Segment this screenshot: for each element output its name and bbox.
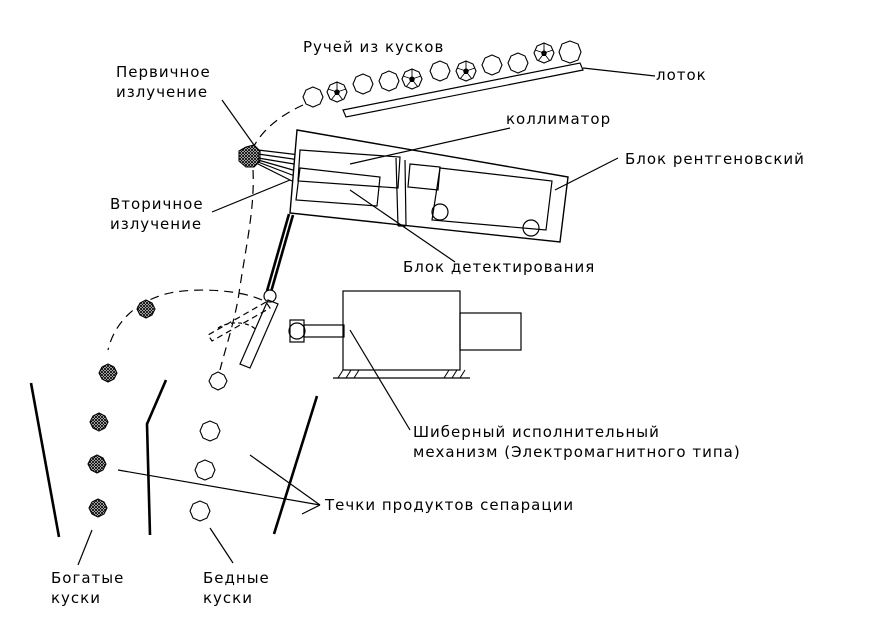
irradiated-piece xyxy=(238,144,261,168)
label-xray-block: Блок рентгеновский xyxy=(625,150,805,168)
label-detector-block: Блок детектирования xyxy=(403,258,595,276)
label-poor-2: куски xyxy=(203,589,253,607)
label-primary-radiation-2: излучение xyxy=(116,83,208,101)
xray-block xyxy=(289,129,569,243)
rich-pieces xyxy=(87,299,156,518)
label-rich-2: куски xyxy=(51,589,101,607)
trajectories xyxy=(107,104,304,371)
label-chutes: Течки продуктов сепарации xyxy=(324,496,574,514)
label-actuator-2: механизм (Электромагнитного типа) xyxy=(413,443,741,461)
label-actuator-1: Шиберный исполнительный xyxy=(413,423,660,441)
damper-gate xyxy=(207,213,295,369)
leader-lines xyxy=(77,99,619,566)
actuator xyxy=(288,290,522,379)
label-secondary-radiation-1: Вторичное xyxy=(110,195,204,213)
stream-pieces xyxy=(302,40,582,108)
label-poor-1: Бедные xyxy=(203,569,270,587)
chutes xyxy=(29,379,319,538)
label-tray: лоток xyxy=(656,66,707,84)
label-primary-radiation-1: Первичное xyxy=(116,63,211,81)
tray xyxy=(342,62,656,118)
label-collimator: коллиматор xyxy=(506,110,611,128)
poor-pieces xyxy=(189,371,228,522)
label-stream: Ручей из кусков xyxy=(303,38,444,56)
label-rich-1: Богатые xyxy=(51,569,124,587)
label-secondary-radiation-2: излучение xyxy=(110,215,202,233)
